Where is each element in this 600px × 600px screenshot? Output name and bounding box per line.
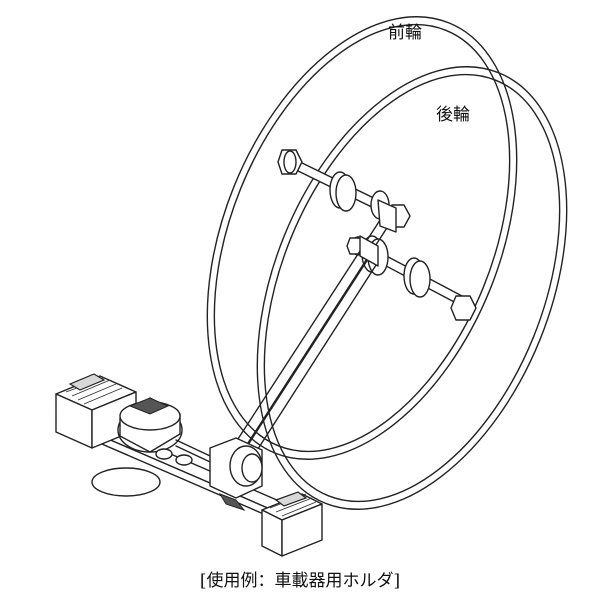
support-arms	[235, 199, 397, 453]
front-axle	[277, 149, 411, 228]
front-wheel-label: 前輪	[388, 23, 422, 43]
arm-clamp	[209, 437, 263, 512]
rear-wheel-label: 後輪	[436, 105, 470, 125]
ball-joint	[117, 397, 241, 477]
figure-caption: [使用例：車載器用ホルダ]	[199, 571, 401, 591]
rear-wheel	[256, 66, 568, 510]
right-foot	[261, 491, 323, 557]
